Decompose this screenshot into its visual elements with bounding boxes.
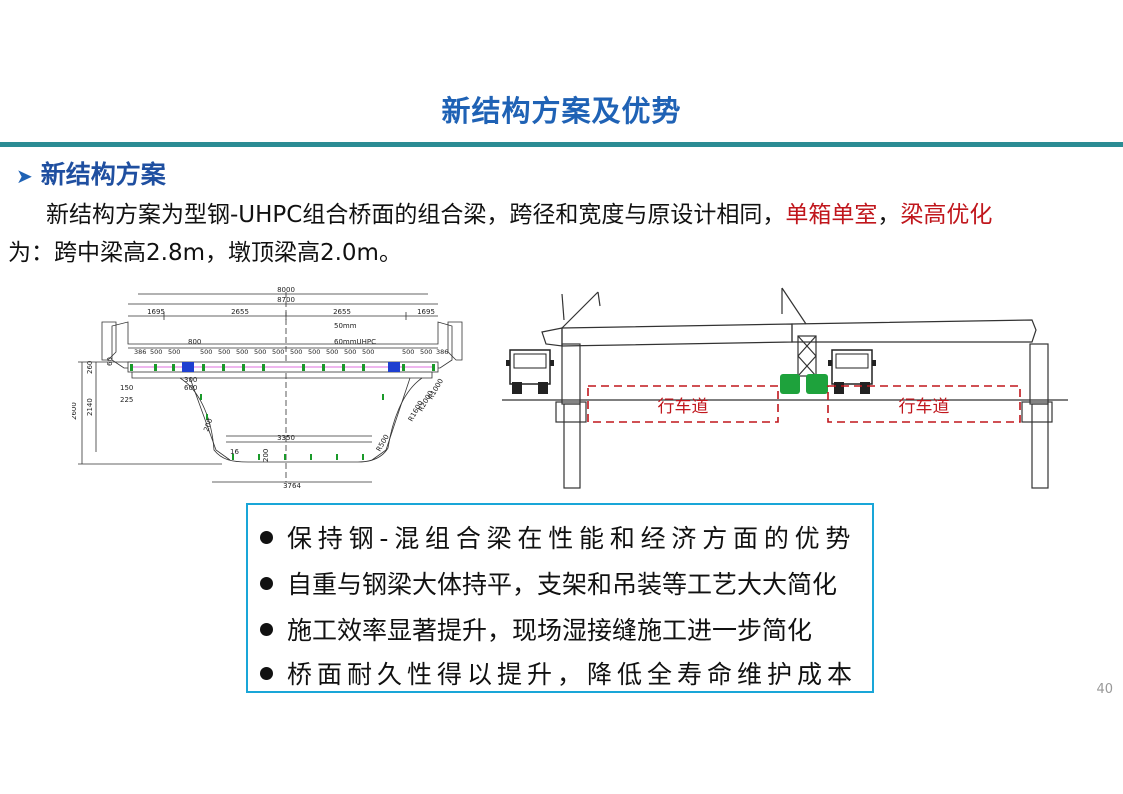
crane-truck-right — [828, 349, 876, 394]
advantage-item: 施工效率显著提升，现场湿接缝施工进一步简化 — [260, 611, 812, 647]
lane-label-right: 行车道 — [899, 397, 950, 417]
deck-note-2: 60mmUHPC — [334, 338, 376, 346]
dim-3350: 3350 — [277, 434, 295, 442]
dim-3764: 3764 — [283, 482, 301, 490]
dim-8700: 8700 — [277, 296, 295, 304]
spacing-dim: 500 — [200, 348, 212, 356]
emphasis-height-opt: 梁高优化 — [900, 202, 993, 228]
description-paragraph: 新结构方案为型钢-UHPC组合桥面的组合梁，跨径和宽度与原设计相同，单箱单室，梁… — [8, 196, 1118, 272]
advantage-item: 自重与钢梁大体持平，支架和吊装等工艺大大简化 — [260, 565, 837, 601]
slide-title: 新结构方案及优势 — [441, 94, 682, 128]
dim-8000: 8000 — [277, 286, 295, 294]
paragraph-part2: 为：跨中梁高2.8m，墩顶梁高2.0m。 — [8, 240, 402, 266]
spacing-dim: 500 — [308, 348, 320, 356]
deck-note-1: 50mm — [334, 322, 357, 330]
spacing-dim: 386 — [436, 348, 448, 356]
emphasis-single-box: 单箱单室 — [785, 202, 878, 228]
spacing-dim: 500 — [344, 348, 356, 356]
title-divider — [0, 142, 1123, 147]
dim-800: 800 — [188, 338, 201, 346]
advantage-item: 保持钢-混组合梁在性能和经济方面的优势 — [260, 519, 856, 555]
dim-260: 260 — [86, 361, 94, 374]
arrow-bullet-icon: ➤ — [16, 164, 33, 188]
spacing-dim: 500 — [272, 348, 284, 356]
dim-top-3: 2655 — [333, 308, 351, 316]
dim-top-1: 1695 — [147, 308, 165, 316]
spacing-dim: 500 — [254, 348, 266, 356]
dim-16: 16 — [230, 448, 239, 456]
spacing-dim: 500 — [218, 348, 230, 356]
dim-200-bottom: 200 — [262, 449, 270, 462]
page-number: 40 — [1096, 682, 1113, 697]
spacing-dim: 500 — [236, 348, 248, 356]
lane-box-left — [587, 385, 779, 423]
dim-300: 300 — [184, 376, 197, 384]
spacing-dim: 500 — [168, 348, 180, 356]
advantages-box: 保持钢-混组合梁在性能和经济方面的优势 自重与钢梁大体持平，支架和吊装等工艺大大… — [246, 503, 874, 693]
dim-60: 60 — [106, 357, 114, 366]
dim-top-4: 1695 — [417, 308, 435, 316]
dim-2140: 2140 — [86, 398, 94, 416]
spacing-dim: 500 — [362, 348, 374, 356]
girder-cross-section-drawing: 8000 8700 1695 2655 2655 1695 50mm 60mmU… — [72, 286, 463, 490]
bullet-dot-icon — [260, 622, 273, 636]
advantage-item: 桥面耐久性得以提升，降低全寿命维护成本 — [260, 655, 857, 691]
dim-200: 200 — [202, 417, 214, 432]
support-block-right — [806, 374, 828, 394]
spacing-dim: 500 — [290, 348, 302, 356]
bullet-dot-icon — [260, 530, 273, 544]
dim-150: 150 — [120, 384, 133, 392]
spacing-dim: 500 — [420, 348, 432, 356]
section-heading: ➤ 新结构方案 — [16, 155, 166, 191]
crane-truck-left — [506, 349, 554, 394]
lane-label-left: 行车道 — [658, 397, 709, 417]
spacing-dim: 500 — [326, 348, 338, 356]
dim-2600: 2600 — [72, 402, 78, 420]
spacing-dim: 500 — [402, 348, 414, 356]
dim-600: 600 — [184, 384, 197, 392]
bullet-dot-icon — [260, 666, 273, 680]
paragraph-part1: 新结构方案为型钢-UHPC组合桥面的组合梁，跨径和宽度与原设计相同， — [46, 202, 786, 228]
dim-225: 225 — [120, 396, 133, 404]
section-heading-text: 新结构方案 — [40, 160, 166, 189]
lane-box-right — [827, 385, 1021, 423]
spacing-dims: 386 500 500 500 500 500 500 500 500 500 … — [134, 348, 448, 356]
support-block-left — [780, 374, 800, 394]
construction-scheme-drawing: 行车道 行车道 — [502, 287, 1068, 489]
paragraph-separator: ， — [877, 202, 901, 228]
spacing-dim: 386 — [134, 348, 146, 356]
bullet-dot-icon — [260, 576, 273, 590]
dim-top-2: 2655 — [231, 308, 249, 316]
spacing-dim: 500 — [150, 348, 162, 356]
